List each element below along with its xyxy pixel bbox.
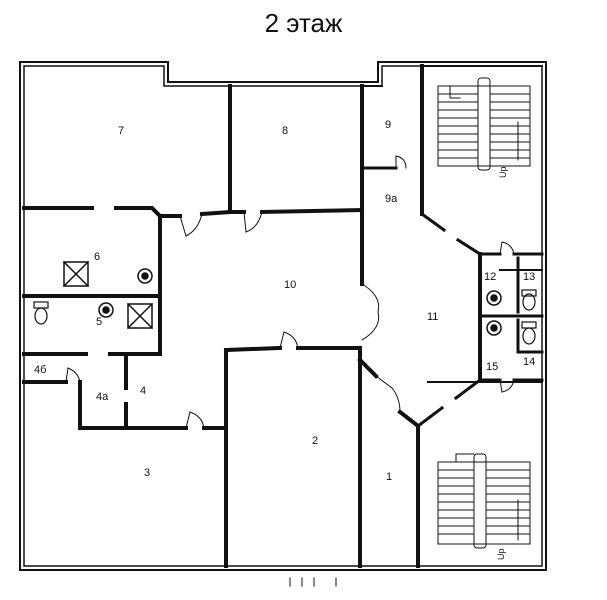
room-label-14: 14 [523,356,535,368]
stair-up-label-top: Up [498,166,508,178]
shaft-room-5 [126,302,154,330]
bottom-marks [289,577,337,587]
room-label-12: 12 [484,271,496,283]
room-label-9: 9 [385,119,391,131]
room-label-7: 7 [118,125,124,137]
room-label-4a: 4а [96,391,109,403]
doors [65,155,515,429]
room-8-walls [162,84,365,286]
room-label-2: 2 [312,435,318,447]
stair-top [437,77,531,171]
stair-bottom [437,453,531,549]
room-label-13: 13 [523,271,535,283]
room-2-walls [223,345,362,568]
floor-title: 2 этаж [264,8,343,38]
room-labels: 7 8 9 9а 6 5 10 11 12 13 14 15 4б 4а 4 2… [34,119,535,483]
room-label-8: 8 [282,125,288,137]
room-label-6: 6 [94,251,100,263]
toilet-icon [33,289,537,345]
room-9-walls [360,64,424,216]
room-label-10: 10 [284,279,296,291]
outer-wall [19,61,547,571]
room-label-3: 3 [144,467,150,479]
room-label-11: 11 [427,311,438,323]
room-label-4b: 4б [34,364,46,376]
room-6-walls [22,214,162,356]
room-4-walls [22,356,228,430]
room-label-15: 15 [486,361,498,373]
room-1-walls [357,357,421,568]
room-12-15-walls [478,252,544,382]
room-label-5: 5 [96,316,102,328]
room-label-9a: 9а [385,193,398,205]
stair-up-label-bottom: Up [496,548,506,560]
room-label-4: 4 [140,385,146,397]
stairwell-walls [421,65,543,383]
room-label-1: 1 [386,471,392,483]
sink-icon [98,268,502,336]
shaft-room-6 [62,260,90,288]
room-7-walls [22,84,232,219]
